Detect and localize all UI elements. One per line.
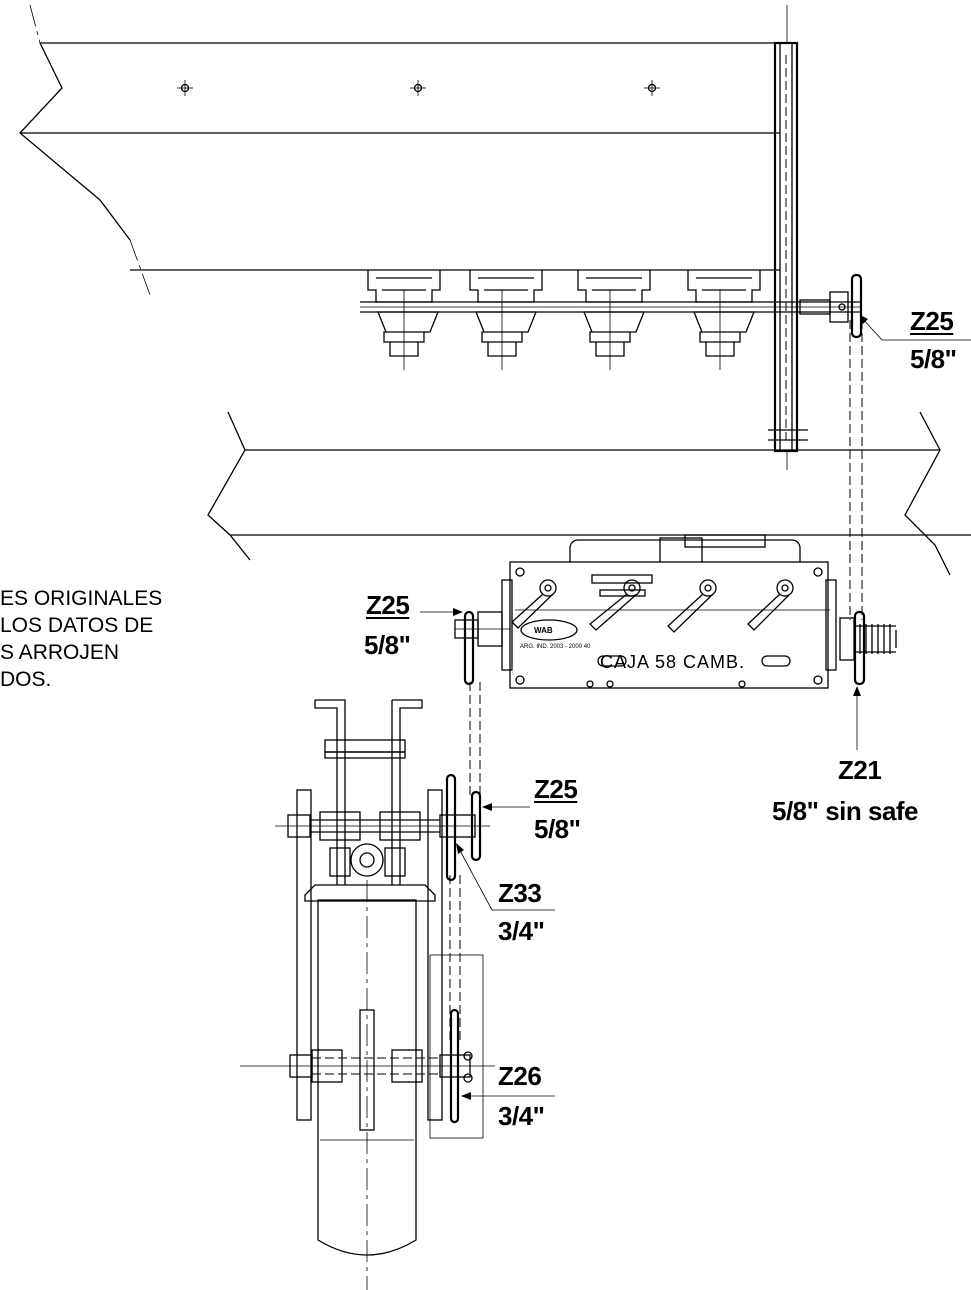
- sprocket-z25-top: [850, 273, 863, 339]
- sprocket-z21: [853, 610, 866, 686]
- sprocket-z25-box: [463, 610, 475, 686]
- label-z25-top-size: 5/8": [910, 344, 957, 374]
- note-text: ES ORIGINALES LOS DATOS DE S ARROJEN DOS…: [0, 585, 162, 693]
- spring-clutch: [839, 610, 897, 686]
- mounting-holes: [177, 80, 660, 96]
- label-z25-box-size: 5/8": [364, 630, 411, 660]
- seed-meter-4: [687, 270, 761, 370]
- top-frame-beam: [19, 4, 780, 296]
- sprocket-z33: [445, 773, 457, 882]
- sprocket-z26: [449, 1008, 460, 1124]
- label-z26-size: 3/4": [498, 1101, 545, 1131]
- seed-meter-3: [577, 270, 651, 370]
- label-z21-code: Z21: [838, 755, 882, 785]
- label-z33-code: Z33: [498, 878, 542, 908]
- gearbox-small-text: ARG. IND. 2003 - 2000 40: [520, 644, 591, 650]
- wheel-assembly: [240, 699, 495, 1290]
- label-z26-code: Z26: [498, 1061, 542, 1091]
- seed-meters-row: [360, 270, 863, 370]
- seed-meter-1: [367, 270, 441, 370]
- note-line-4: DOS.: [0, 668, 52, 691]
- label-z25-top-code: Z25: [910, 306, 954, 336]
- leader-lines: [420, 315, 971, 1100]
- vertical-column: [768, 5, 808, 470]
- note-line-1: ES ORIGINALES: [0, 587, 163, 610]
- gearbox: [454, 534, 897, 689]
- gearbox-title: CAJA 58 CAMB.: [600, 652, 746, 672]
- lower-frame-beam: [207, 411, 971, 576]
- label-z33-size: 3/4": [498, 916, 545, 946]
- note-line-3: S ARROJEN: [0, 641, 120, 664]
- label-z25-wheel-size: 5/8": [534, 814, 581, 844]
- seed-meter-2: [469, 270, 543, 370]
- label-z25-box-code: Z25: [366, 590, 410, 620]
- gearbox-logo: WAB: [534, 626, 553, 635]
- chains: [449, 320, 863, 1040]
- label-z21-size: 5/8" sin safe: [772, 796, 919, 826]
- sprocket-z25-wheel: [470, 790, 482, 862]
- note-line-2: LOS DATOS DE: [0, 614, 154, 637]
- label-z25-wheel-code: Z25: [534, 774, 578, 804]
